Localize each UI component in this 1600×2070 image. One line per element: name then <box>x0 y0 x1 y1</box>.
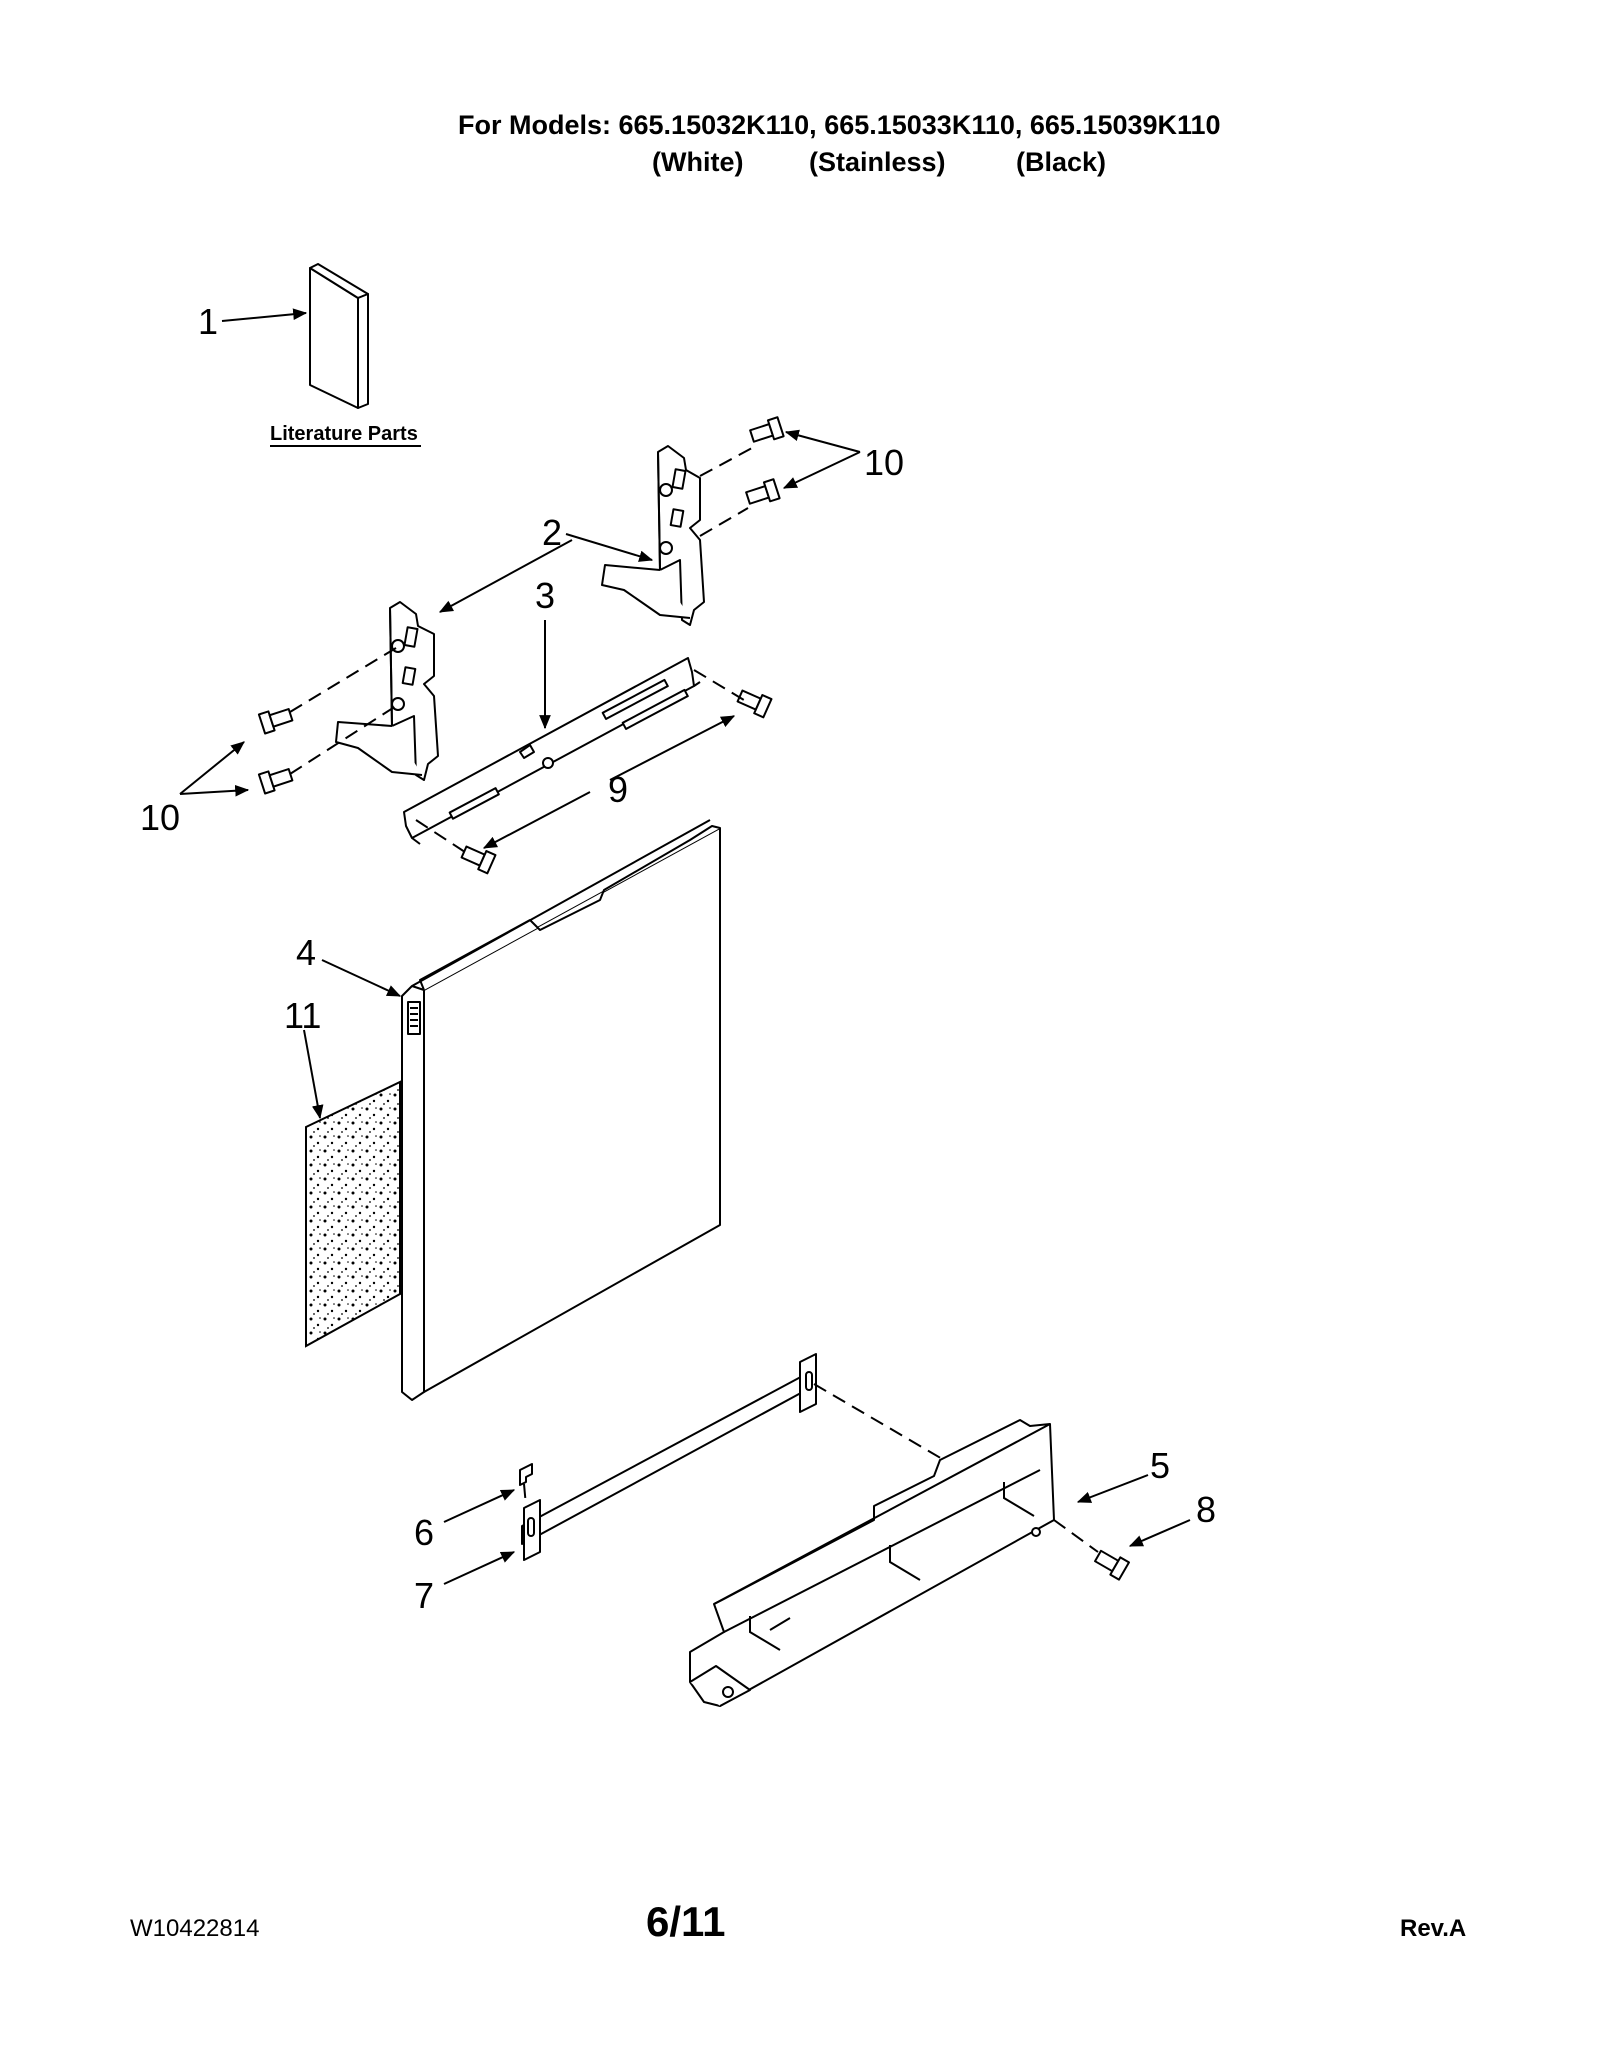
mounting-rail <box>403 657 701 845</box>
page-number: 6/11 <box>646 1898 726 1945</box>
toe-panel-bracket <box>689 1419 1055 1707</box>
models-header: For Models: 665.15032K110, 665.15033K110… <box>458 110 1221 140</box>
callout-7: 7 <box>414 1575 434 1616</box>
mounting-bracket-right <box>601 445 705 626</box>
screw-8 <box>1094 1549 1130 1581</box>
clip-part <box>519 1463 533 1486</box>
literature-booklet <box>309 263 369 409</box>
mounting-bracket-left <box>335 601 439 781</box>
screw-10-upper-a <box>749 416 785 443</box>
screw-10-upper-b <box>745 478 781 505</box>
callout-4: 4 <box>296 932 316 973</box>
screw-9-left <box>460 845 497 875</box>
callout-10-lower: 10 <box>140 797 180 838</box>
toe-panel-strip <box>521 1353 817 1561</box>
callout-6: 6 <box>414 1512 434 1553</box>
callout-10-upper: 10 <box>864 442 904 483</box>
callout-3: 3 <box>535 575 555 616</box>
callout-9: 9 <box>608 769 628 810</box>
literature-parts-label: Literature Parts <box>270 423 418 445</box>
screw-10-lower-a <box>257 708 294 735</box>
insulation-pad <box>305 1080 401 1348</box>
variant-stainless: (Stainless) <box>809 147 946 177</box>
variant-white: (White) <box>652 147 744 177</box>
assembly-lines <box>289 447 1099 1553</box>
screw-9-right <box>736 689 773 719</box>
variant-black: (Black) <box>1016 147 1107 177</box>
doc-number: W10422814 <box>130 1915 260 1942</box>
callout-8: 8 <box>1196 1489 1216 1530</box>
callout-11: 11 <box>284 995 321 1036</box>
callout-2: 2 <box>542 512 562 553</box>
leader-arrows <box>179 308 1191 1585</box>
callout-5: 5 <box>1150 1445 1170 1486</box>
callout-1: 1 <box>198 301 218 342</box>
revision: Rev.A <box>1400 1915 1467 1942</box>
screw-10-lower-b <box>257 768 294 795</box>
door-panel <box>401 819 721 1401</box>
